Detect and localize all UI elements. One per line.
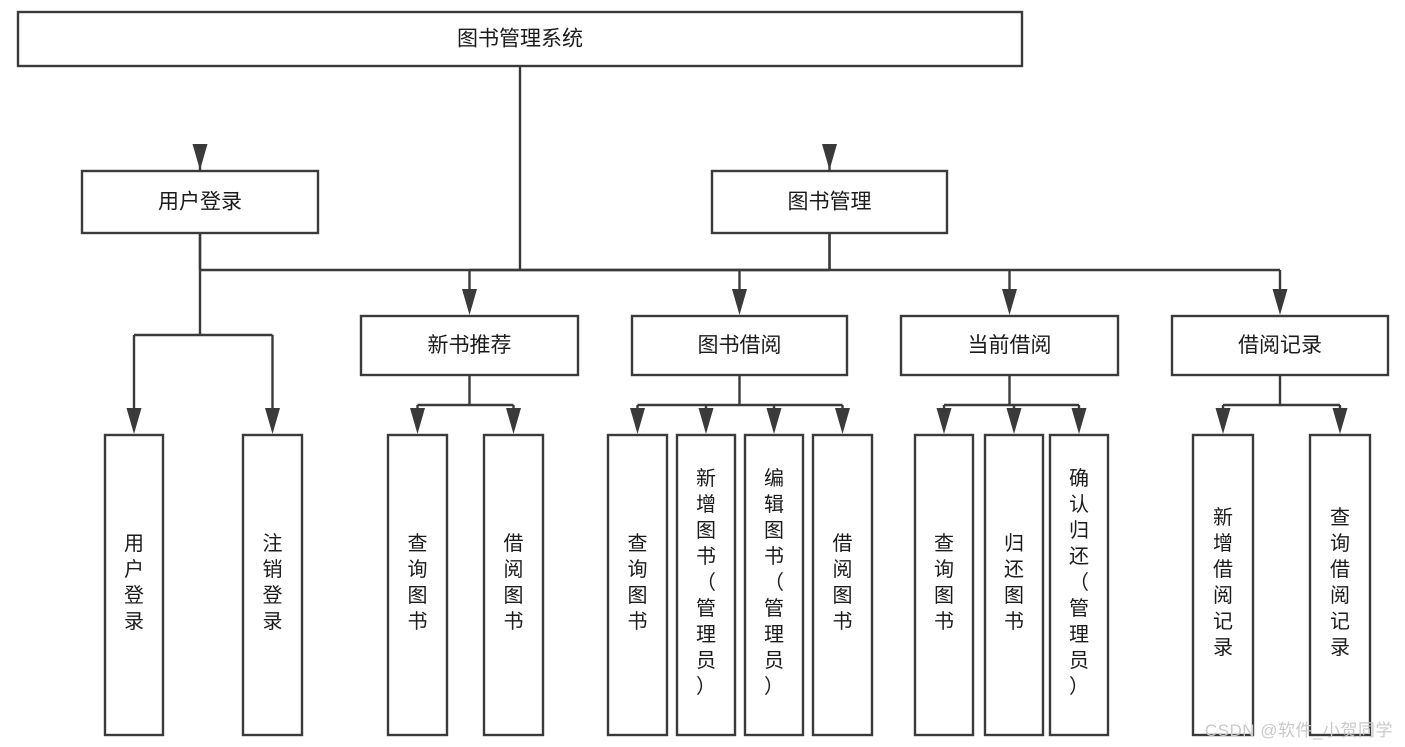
connector-new-book-rec bbox=[410, 375, 521, 434]
node-root-root[interactable]: 图书管理系统 bbox=[16, 10, 1024, 68]
node-leaf-leaf-query-book-cur[interactable]: 查询图书 bbox=[913, 433, 975, 737]
node-label: 图书借阅 bbox=[698, 334, 782, 357]
node-level3-current-borrow[interactable]: 当前借阅 bbox=[899, 314, 1120, 377]
node-leaf-leaf-return-book[interactable]: 归还图书 bbox=[983, 433, 1045, 737]
node-label: 新书推荐 bbox=[428, 334, 512, 357]
node-label: 确认归还（管理员） bbox=[1069, 467, 1089, 698]
node-leaf-leaf-edit-book[interactable]: 编辑图书（管理员） bbox=[743, 433, 805, 737]
connector-borrow-record bbox=[1215, 375, 1348, 434]
edges-layer bbox=[126, 66, 1348, 434]
connector-root bbox=[192, 66, 837, 272]
node-leaf-leaf-borrow-book[interactable]: 借阅图书 bbox=[811, 433, 874, 737]
node-level2-book-manage[interactable]: 图书管理 bbox=[710, 169, 949, 235]
node-label: 查询图书 bbox=[408, 532, 428, 633]
node-leaf-leaf-user-login[interactable]: 用户登录 bbox=[103, 433, 165, 737]
node-label: 新增借阅记录 bbox=[1213, 506, 1233, 659]
connector-user-login bbox=[126, 233, 280, 434]
node-label: 编辑图书（管理员） bbox=[764, 467, 784, 698]
node-leaf-leaf-add-book[interactable]: 新增图书（管理员） bbox=[675, 433, 737, 737]
node-label: 归还图书 bbox=[1004, 532, 1024, 633]
node-label: 借阅图书 bbox=[504, 532, 524, 633]
node-label: 用户登录 bbox=[158, 191, 242, 214]
node-label: 当前借阅 bbox=[968, 334, 1052, 357]
node-label: 用户登录 bbox=[124, 533, 144, 633]
nodes-layer: 图书管理系统用户登录图书管理新书推荐图书借阅当前借阅借阅记录用户登录注销登录查询… bbox=[16, 10, 1390, 737]
node-label: 借阅图书 bbox=[833, 532, 853, 633]
connector-book-borrow bbox=[630, 375, 850, 434]
node-label: 查询图书 bbox=[934, 532, 954, 633]
node-leaf-leaf-query-record[interactable]: 查询借阅记录 bbox=[1308, 433, 1372, 737]
node-label: 新增图书（管理员） bbox=[696, 467, 716, 698]
node-leaf-leaf-query-book-borrow[interactable]: 查询图书 bbox=[606, 433, 669, 737]
node-leaf-leaf-add-record[interactable]: 新增借阅记录 bbox=[1191, 433, 1255, 737]
node-label: 注销登录 bbox=[263, 532, 283, 633]
node-level3-new-book-rec[interactable]: 新书推荐 bbox=[359, 314, 580, 377]
node-label: 图书管理 bbox=[788, 191, 872, 214]
connector-book-manage bbox=[462, 233, 1288, 315]
node-label: 图书管理系统 bbox=[457, 28, 583, 51]
node-leaf-leaf-user-logout[interactable]: 注销登录 bbox=[241, 433, 304, 737]
node-leaf-leaf-query-book-rec[interactable]: 查询图书 bbox=[386, 433, 449, 737]
watermark-label: CSDN @软件_小贺同学 bbox=[1204, 721, 1393, 740]
node-label: 查询图书 bbox=[628, 532, 648, 633]
connector-current-borrow bbox=[936, 375, 1087, 434]
node-label: 查询借阅记录 bbox=[1330, 506, 1350, 659]
node-leaf-leaf-confirm-return[interactable]: 确认归还（管理员） bbox=[1048, 433, 1110, 737]
node-level3-borrow-record[interactable]: 借阅记录 bbox=[1170, 314, 1390, 377]
node-leaf-leaf-borrow-book-rec[interactable]: 借阅图书 bbox=[482, 433, 545, 737]
node-label: 借阅记录 bbox=[1238, 334, 1322, 357]
node-level3-book-borrow[interactable]: 图书借阅 bbox=[630, 314, 849, 377]
node-level2-user-login[interactable]: 用户登录 bbox=[80, 169, 320, 235]
